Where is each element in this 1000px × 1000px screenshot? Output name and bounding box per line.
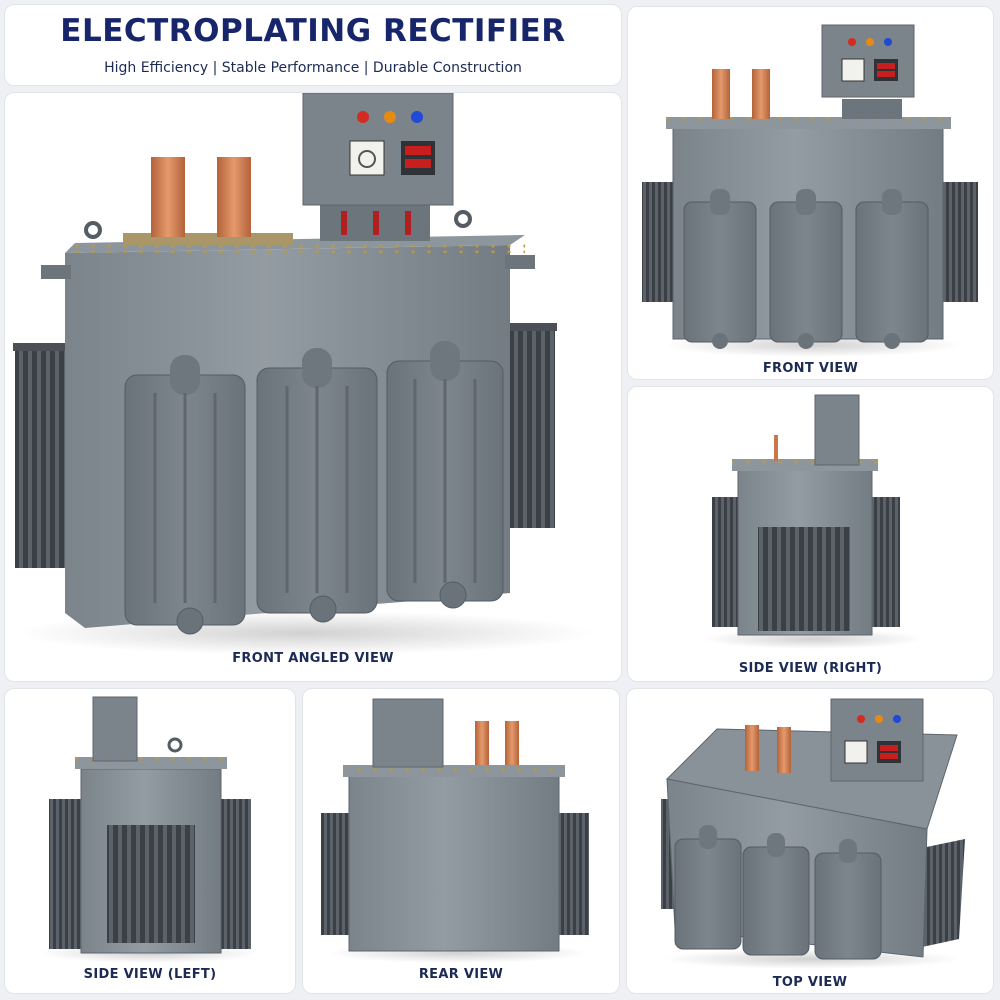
page-subtitle: High Efficiency | Stable Performance | D… [104, 60, 522, 76]
front-angled-view-image [13, 93, 595, 655]
rear-view-image [321, 698, 589, 963]
header-panel: ELECTROPLATING RECTIFIER High Efficiency… [4, 4, 622, 86]
side-view-left-caption: SIDE VIEW (LEFT) [83, 967, 217, 982]
side-view-right-panel: SIDE VIEW (RIGHT) [627, 386, 994, 682]
page-title: ELECTROPLATING RECTIFIER [60, 13, 566, 49]
top-view-panel: TOP VIEW [626, 688, 994, 994]
top-view-image [661, 698, 965, 969]
front-view-panel: FRONT VIEW [627, 6, 994, 380]
front-view-caption: FRONT VIEW [762, 361, 859, 376]
side-view-right-caption: SIDE VIEW (RIGHT) [738, 661, 883, 676]
rear-view-caption: REAR VIEW [418, 967, 504, 982]
front-angled-view-panel: FRONT ANGLED VIEW [4, 92, 622, 682]
front-view-image [642, 24, 978, 357]
front-angled-view-caption: FRONT ANGLED VIEW [232, 651, 394, 666]
rear-view-panel: REAR VIEW [302, 688, 620, 994]
side-view-left-panel: SIDE VIEW (LEFT) [4, 688, 296, 994]
side-view-right-image [703, 394, 923, 649]
top-view-caption: TOP VIEW [772, 975, 848, 990]
side-view-left-image [39, 696, 259, 963]
